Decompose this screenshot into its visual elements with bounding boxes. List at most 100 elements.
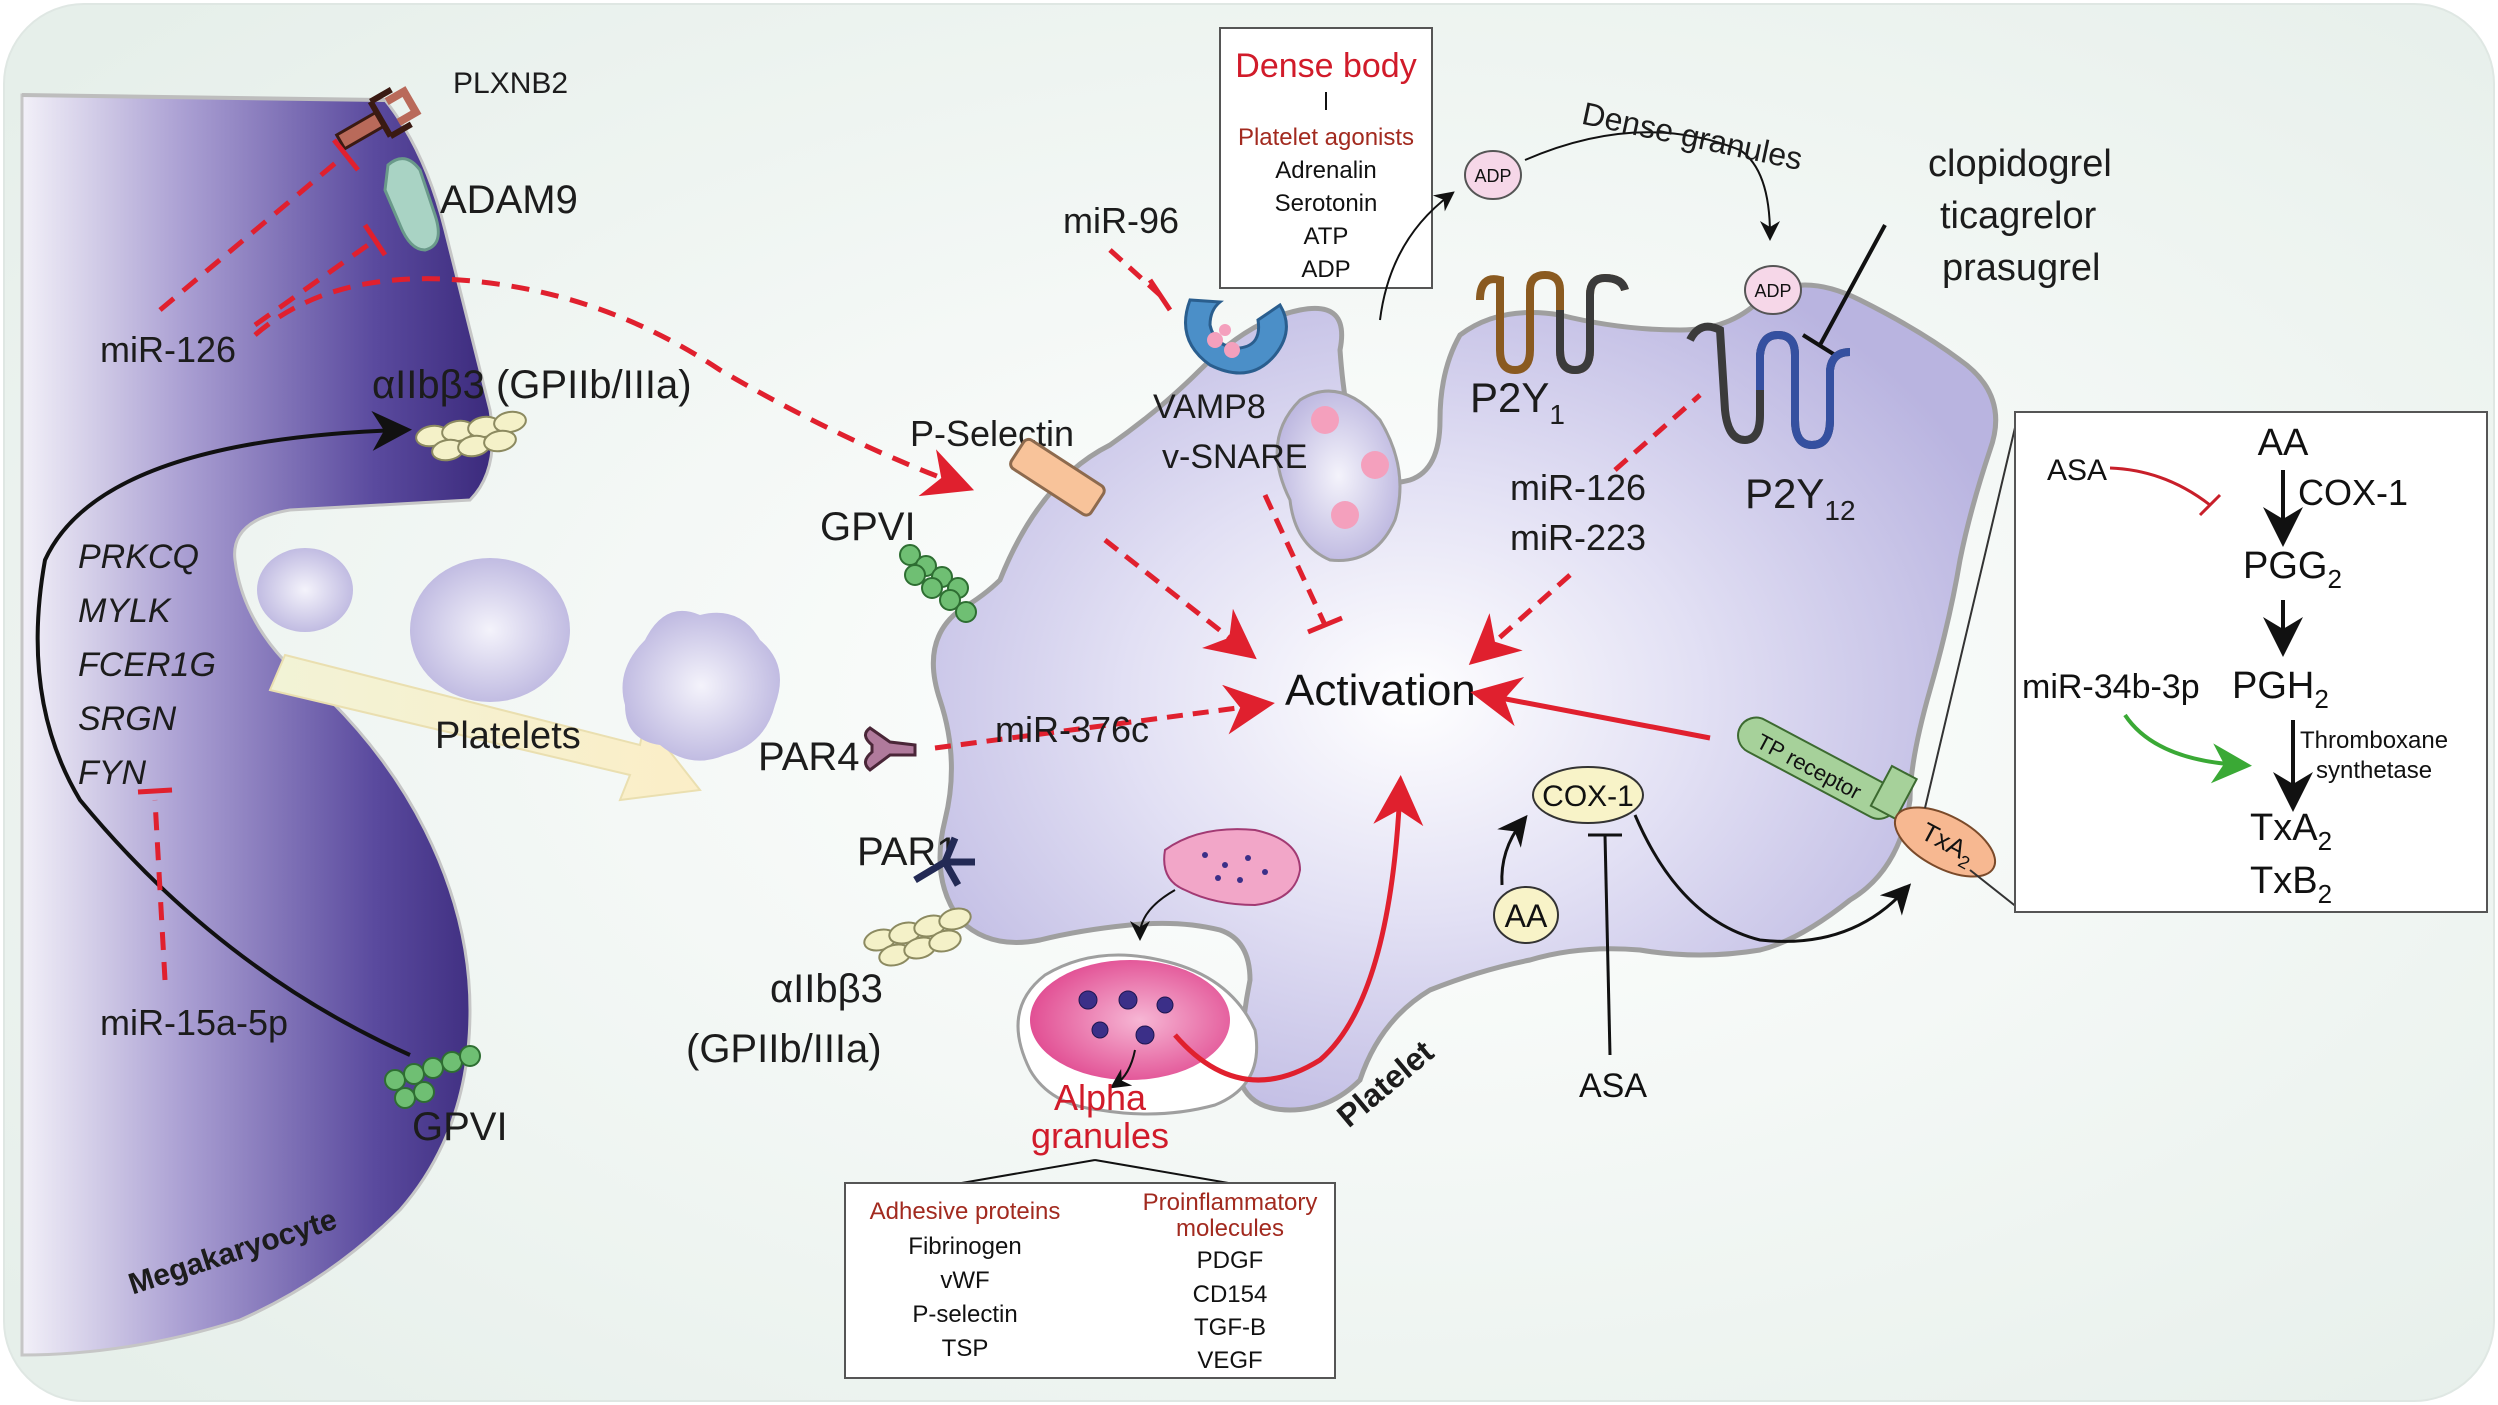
alpha-granule-down-arrow [1110, 1049, 1136, 1089]
p2y1-label: P2Y1 [1470, 374, 1565, 430]
p2y1-label-main: P2Y [1470, 374, 1549, 421]
par4-to-activation-arrow [934, 684, 1275, 751]
p2y1-label-sub: 1 [1549, 399, 1565, 430]
megakaryocyte-gpvi-label: GPVI [412, 1105, 508, 1149]
pathway-synthetase-label-2: synthetase [2316, 757, 2432, 784]
mir376c-label: miR-376c [995, 709, 1149, 750]
dense-body-item: Serotonin [1275, 190, 1378, 217]
alpha-granule-contents-box [844, 1182, 1336, 1379]
adhesive-protein-item: Fibrinogen [908, 1233, 1021, 1260]
v-snare-label: v-SNARE [1162, 438, 1307, 476]
platelet-mir126-label: miR-126 [1510, 467, 1646, 508]
adhesive-proteins-title: Adhesive proteins [870, 1198, 1061, 1225]
platelet-mir223-label: miR-223 [1510, 517, 1646, 558]
p2y12-label: P2Y12 [1745, 470, 1856, 526]
pathway-txa2-sub: 2 [2318, 826, 2332, 856]
adhesive-protein-item: P-selectin [912, 1301, 1017, 1328]
megakaryocyte-integrin-icon [415, 410, 527, 462]
pathway-txa2-main: TxA [2250, 807, 2318, 849]
dense-granule-dots [1311, 406, 1389, 529]
platelet-asa-label: ASA [1579, 1067, 1647, 1105]
proinflammatory-title-2: molecules [1176, 1215, 1284, 1242]
adhesive-protein-item: TSP [942, 1335, 989, 1362]
platelet-blob-1 [257, 548, 353, 632]
platelets-arrow [268, 653, 702, 802]
adhesive-protein-item: vWF [940, 1267, 989, 1294]
gene-item: PRKCQ [78, 538, 199, 576]
mir96-to-vamp8-inhibition [1108, 248, 1162, 297]
proinflammatory-item: PDGF [1197, 1247, 1264, 1274]
adp-bubble-1 [1464, 150, 1522, 200]
gpvi-to-integrin-arrow [35, 410, 412, 1057]
drugs-to-p2y12-inhibition [1818, 224, 1887, 346]
platelet-integrin-label-1: αIIbβ3 [770, 967, 883, 1011]
alpha-granule-release-arrow [1130, 889, 1176, 941]
alpha-granule-to-activation-arrow [1173, 775, 1424, 1083]
cox1-bubble [1532, 766, 1644, 824]
cox1-label: COX-1 [1542, 780, 1634, 813]
dense-granule-pocket [1275, 389, 1402, 562]
mir126-to-plxnb2-inhibition [158, 153, 347, 312]
vamp8-dots [1207, 324, 1240, 358]
megakaryocyte-gpvi-icon [384, 1045, 481, 1109]
proinflammatory-item: VEGF [1197, 1347, 1262, 1374]
pathway-asa-label: ASA [2047, 454, 2107, 487]
pathway-txa2-label: TxA2 [2250, 807, 2332, 856]
platelet-blob-3 [622, 610, 780, 761]
adam9-label: ADAM9 [440, 178, 578, 222]
pathway-cox1-label: COX-1 [2298, 472, 2408, 513]
megakaryocyte-mir126-label: miR-126 [100, 329, 236, 370]
adp-bubble-2-label: ADP [1754, 281, 1791, 301]
mir15a-inhibition [152, 799, 168, 981]
dense-body-item: ATP [1304, 223, 1349, 250]
mir126-to-adam9-inhibition [253, 237, 377, 328]
pathway-mirna-green-arrow [2123, 713, 2252, 784]
pathway-aa-label: AA [2258, 422, 2309, 464]
gene-item: FYN [78, 754, 146, 792]
vamp8-to-activation-inhibition [1262, 493, 1328, 627]
par1-label: PAR1 [857, 830, 959, 874]
thromboxane-pathway-box [2014, 411, 2488, 913]
platelets-label: Platelets [435, 715, 581, 757]
aa-bubble [1493, 886, 1559, 944]
vamp8-icon [1184, 298, 1288, 375]
pathway-pgg2-main: PGG [2243, 545, 2327, 587]
par4-icon [864, 726, 917, 772]
pathway-txb2-main: TxB [2250, 860, 2318, 902]
dense-body-item: Adrenalin [1275, 157, 1376, 184]
dense-granule-release-arrow [1379, 191, 1455, 321]
mir223-to-activation-arrow [1468, 573, 1572, 665]
dense-body-item: ADP [1301, 256, 1350, 283]
aa-label: AA [1505, 898, 1548, 934]
drug-label: clopidogrel [1928, 143, 2112, 185]
p-selectin-to-activation-arrow [1103, 538, 1257, 660]
platelet-blob-2 [410, 558, 570, 702]
activation-label: Activation [1285, 666, 1476, 715]
p2y12-label-sub: 12 [1824, 495, 1855, 526]
pathway-txb2-label: TxB2 [2250, 860, 2332, 909]
drug-label: prasugrel [1942, 247, 2100, 289]
adp-bubble-2 [1744, 265, 1802, 315]
platelet-integrin-icon [863, 907, 972, 967]
par1-icon [913, 836, 975, 887]
p-selectin-label: P-Selectin [910, 413, 1074, 454]
pathway-pgh2-main: PGH [2232, 665, 2314, 707]
dense-body-title: Dense body [1235, 47, 1416, 85]
p-selectin-icon [1009, 437, 1106, 517]
platelet-integrin-label-2: (GPIIb/IIIa) [686, 1027, 882, 1071]
drug-label: ticagrelor [1940, 195, 2097, 237]
par4-label: PAR4 [758, 735, 860, 779]
platelet-gpvi-icon [899, 544, 977, 623]
pathway-synthetase-label-1: Thromboxane [2300, 727, 2448, 754]
pathway-pgh2-label: PGH2 [2232, 665, 2329, 714]
mir126-to-p-selectin-activation [253, 276, 975, 497]
p2y12-label-main: P2Y [1745, 470, 1824, 517]
mir15a-label: miR-15a-5p [100, 1002, 288, 1043]
proinflammatory-item: TGF-B [1194, 1314, 1266, 1341]
tp-receptor-anchor [1869, 764, 1919, 821]
txa2-bubble [1893, 806, 1997, 878]
plxnb2-receptor-icon [334, 86, 422, 151]
adp-bubble-1-label: ADP [1474, 166, 1511, 186]
vamp8-label: VAMP8 [1153, 388, 1266, 426]
plxnb2-label: PLXNB2 [453, 67, 568, 100]
